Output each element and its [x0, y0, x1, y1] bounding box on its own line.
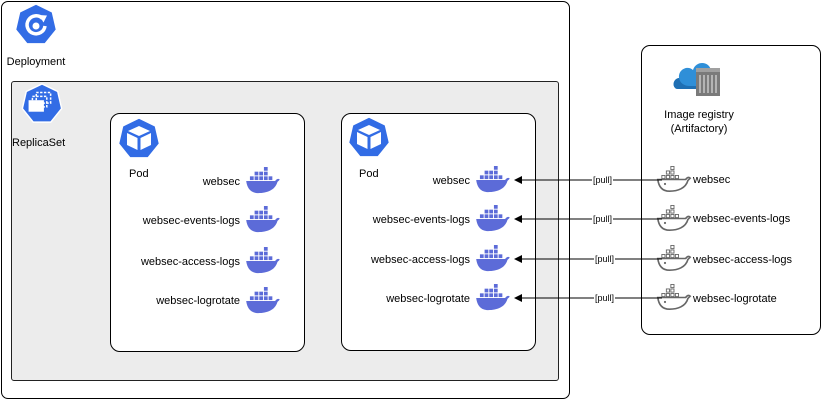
- pod1-container-label-4: websec-logrotate: [156, 295, 240, 307]
- pull-label-3: [pull]: [594, 254, 616, 265]
- registry-image-label-4: websec-logrotate: [693, 293, 777, 305]
- deployment-label: Deployment: [6, 56, 66, 68]
- pod-label-1: Pod: [129, 168, 149, 180]
- pod1-container-label-1: websec: [202, 176, 240, 188]
- registry-icon: [673, 62, 720, 96]
- registry-image-label-2: websec-events-logs: [693, 213, 791, 225]
- pull-label-4: [pull]: [594, 293, 616, 304]
- pod2-container-label-3: websec-access-logs: [370, 254, 470, 266]
- pod1-container-label-3: websec-access-logs: [140, 256, 240, 268]
- registry-image-label-1: websec: [693, 174, 731, 186]
- deployment-icon: [14, 3, 58, 45]
- registry-title-line2: (Artifactory): [670, 123, 728, 135]
- pull-label-1: [pull]: [592, 175, 614, 186]
- pod2-container-label-4: websec-logrotate: [386, 293, 470, 305]
- pod-label-2: Pod: [359, 168, 379, 180]
- replicaset-label: ReplicaSet: [12, 137, 66, 149]
- replicaset-icon: [21, 83, 63, 123]
- pod2-container-label-2: websec-events-logs: [372, 214, 470, 226]
- pod2-container-label-1: websec: [432, 175, 470, 187]
- registry-image-label-3: websec-access-logs: [693, 254, 793, 266]
- pod-icon-1: [117, 117, 161, 159]
- pull-label-2: [pull]: [592, 214, 614, 225]
- registry-title-line1: Image registry: [664, 109, 734, 121]
- pod1-container-label-2: websec-events-logs: [142, 215, 240, 227]
- pod-icon-2: [347, 116, 391, 158]
